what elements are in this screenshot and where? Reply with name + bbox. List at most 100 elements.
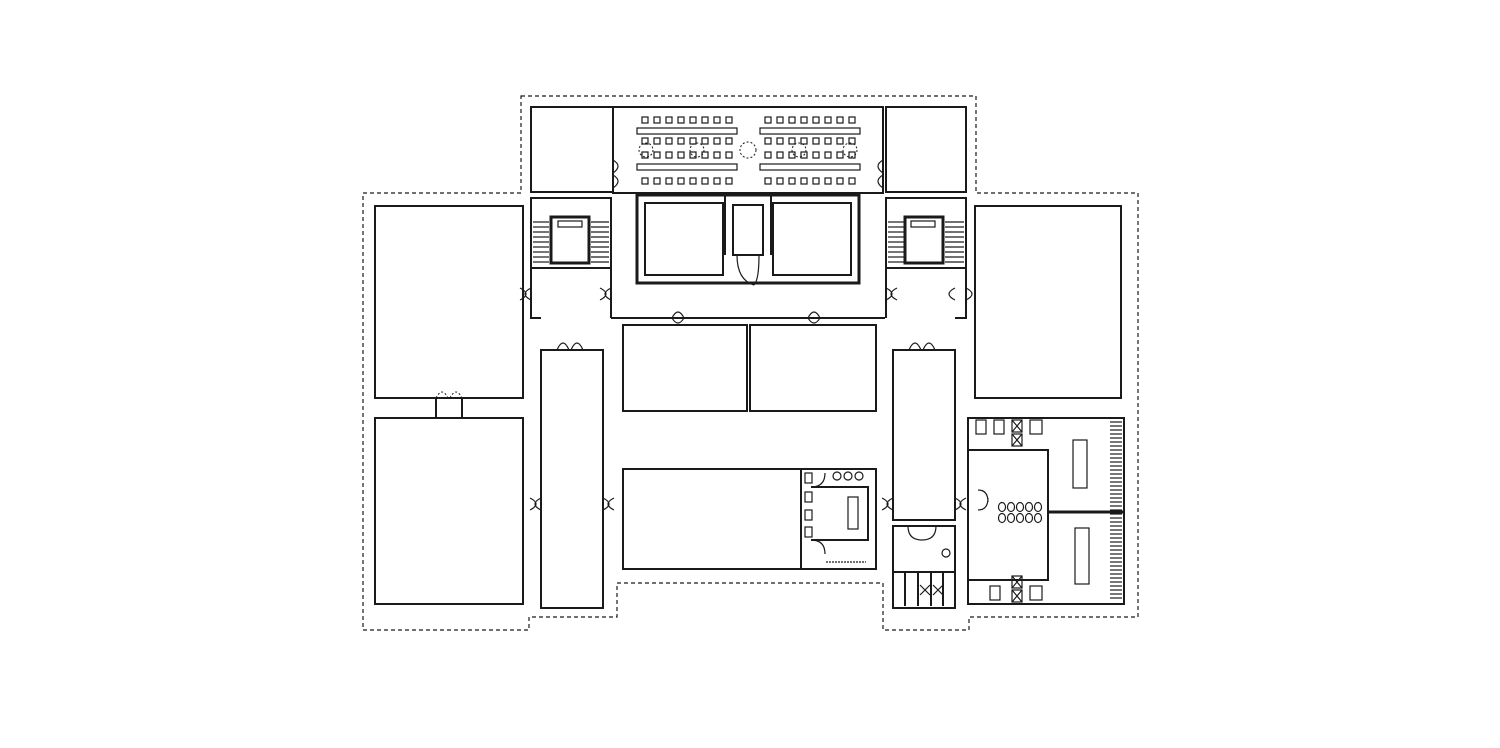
lab-door [736, 254, 760, 286]
chair [653, 151, 661, 159]
service-door [810, 472, 826, 555]
lower-toilet-block [892, 525, 956, 609]
corridor-door [948, 287, 973, 301]
chair [812, 151, 820, 159]
chair [776, 151, 784, 159]
left-room-door [435, 391, 463, 399]
chair [653, 177, 661, 185]
seating-table [636, 127, 738, 135]
fixture [804, 509, 813, 521]
chair [836, 137, 844, 145]
chair [764, 137, 772, 145]
sink [843, 471, 853, 481]
sink [1024, 501, 1034, 513]
central-lab-lower [622, 468, 802, 570]
sink [1015, 501, 1025, 513]
sink [1006, 501, 1016, 513]
top-right-room [885, 106, 967, 193]
chair [836, 151, 844, 159]
chair [689, 151, 697, 159]
column-marker [638, 142, 654, 158]
sink [941, 548, 951, 558]
fixture [804, 472, 813, 484]
right-corridor [881, 342, 967, 521]
chair [812, 137, 820, 145]
chair [812, 177, 820, 185]
chair [701, 116, 709, 124]
fixture [804, 491, 813, 503]
seating-table [759, 163, 861, 171]
corridor-door [529, 497, 542, 511]
fixture [804, 526, 813, 538]
lecture-seating [636, 116, 861, 185]
toilet-cross [1011, 589, 1023, 603]
chair [788, 137, 796, 145]
lecture-hall-door-right [877, 159, 884, 189]
chair [713, 116, 721, 124]
chair [689, 177, 697, 185]
left-door-jambs [435, 398, 463, 418]
left-wing [374, 205, 524, 605]
upper-labs [635, 193, 861, 286]
sink [854, 471, 864, 481]
chair [665, 177, 673, 185]
chair [665, 116, 673, 124]
corridor-door [954, 497, 967, 511]
seating-table [759, 127, 861, 135]
left-room-lower [374, 417, 524, 605]
chair [800, 151, 808, 159]
chair [824, 137, 832, 145]
sink [1024, 512, 1034, 524]
toilet-cross [1011, 433, 1023, 447]
chair [653, 116, 661, 124]
lecture-hall [612, 106, 884, 194]
top-left-room [530, 106, 614, 193]
chair [701, 137, 709, 145]
corridor-door [671, 311, 685, 324]
cubicle-walls [904, 572, 944, 606]
left-room-upper [374, 205, 524, 399]
chair [677, 137, 685, 145]
lecture-hall-door-left [612, 159, 619, 189]
column-marker [791, 142, 807, 158]
column-marker [739, 141, 757, 159]
chair [713, 177, 721, 185]
chair [713, 137, 721, 145]
chair [800, 116, 808, 124]
corridor-door [885, 287, 898, 301]
toilet-door [977, 489, 989, 511]
central-lab-left [622, 324, 748, 412]
bench [847, 496, 859, 530]
chair [788, 116, 796, 124]
service-inner [811, 486, 869, 541]
seating-table [636, 163, 738, 171]
sink [1015, 512, 1025, 524]
corridor-door [807, 311, 821, 324]
stair-core-left [530, 197, 612, 269]
chair [653, 137, 661, 145]
sink [832, 471, 842, 481]
elevator-car [557, 220, 583, 228]
toilet-hall [968, 449, 1049, 581]
chair [665, 151, 673, 159]
chair [836, 116, 844, 124]
chair [701, 177, 709, 185]
toilet-cross [1011, 419, 1023, 433]
cross-marks [1011, 419, 1023, 447]
corridor-door [602, 497, 615, 511]
chair [848, 177, 856, 185]
chair [725, 116, 733, 124]
outer-outline [362, 95, 1139, 631]
corridor-door [556, 342, 584, 351]
sink [1006, 512, 1016, 524]
chair [788, 177, 796, 185]
bench [1074, 527, 1090, 585]
right-room-upper [974, 205, 1122, 399]
toilet [989, 585, 1001, 601]
cross-marks [919, 584, 944, 596]
chair [848, 116, 856, 124]
chair [641, 137, 649, 145]
chair [641, 177, 649, 185]
lab-room-right [772, 202, 852, 276]
